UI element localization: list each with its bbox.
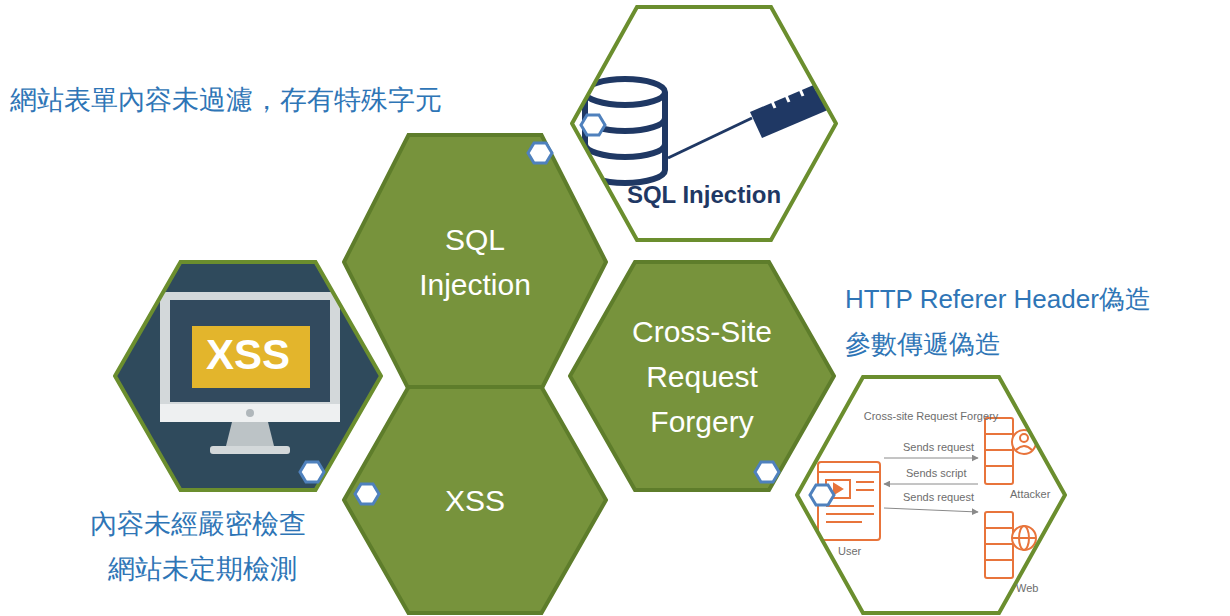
joint-marker xyxy=(528,143,552,163)
hexagon-shape xyxy=(570,262,834,490)
hexagon-shape xyxy=(797,377,1065,613)
picture-hexagon: SQL Injection xyxy=(570,5,838,242)
joint-marker xyxy=(300,462,324,482)
topic-hexagon: Cross-Site Request Forgery xyxy=(568,260,836,492)
hexagon-text-area: SQL Injection xyxy=(570,181,838,210)
sql-injection-picture xyxy=(572,7,842,240)
joint-marker xyxy=(355,484,379,504)
hexagon-label: XSS xyxy=(193,330,303,380)
picture-caption: User xyxy=(838,545,861,558)
hexagon-label: SQL Injection xyxy=(594,181,814,210)
topic-hexagon: SQL Injection xyxy=(342,133,608,391)
picture-caption: Attacker xyxy=(1010,488,1050,501)
note-label: 內容未經嚴密檢查 xyxy=(90,508,306,540)
picture-hexagon: XSS xyxy=(113,260,383,492)
note-label: 網站未定期檢測 xyxy=(108,553,297,585)
topic-hexagon: XSS xyxy=(342,385,608,615)
hexagon-text-area: XSS xyxy=(113,330,383,380)
hexagon-text-area: Cross-site Request Forgery xyxy=(795,406,1067,424)
hexagon-shape xyxy=(344,135,606,389)
hexagon-outline xyxy=(342,133,608,391)
hexagon-shape xyxy=(572,7,836,240)
hexagon-shape xyxy=(344,387,606,613)
xss-monitor-picture xyxy=(115,262,381,490)
csrf-picture xyxy=(797,377,1065,613)
hexagon-shape xyxy=(115,262,381,490)
hexagon-label: SQL Injection xyxy=(400,217,550,307)
joint-marker xyxy=(810,485,834,505)
hexagon-text-area: Cross-Site Request Forgery xyxy=(568,309,836,444)
hexagon-label: Cross-site Request Forgery xyxy=(846,410,1016,423)
picture-caption: Sends script xyxy=(906,467,967,480)
joint-marker xyxy=(755,462,779,482)
hexagon-text-area: SQL Injection xyxy=(342,217,608,307)
note-label: 參數傳遞偽造 xyxy=(845,329,1001,360)
joint-marker xyxy=(581,115,605,135)
hexagon-text-area: XSS xyxy=(342,478,608,523)
picture-caption: Web xyxy=(1016,582,1038,595)
picture-caption: Sends request xyxy=(903,441,974,454)
note-label: 網站表單內容未過濾，存有特殊字元 xyxy=(10,84,442,116)
picture-caption: Sends request xyxy=(903,491,974,504)
hexagon-label: Cross-Site Request Forgery xyxy=(617,309,787,444)
hexagon-label: XSS xyxy=(400,478,550,523)
note-label: HTTP Referer Header偽造 xyxy=(845,284,1151,315)
